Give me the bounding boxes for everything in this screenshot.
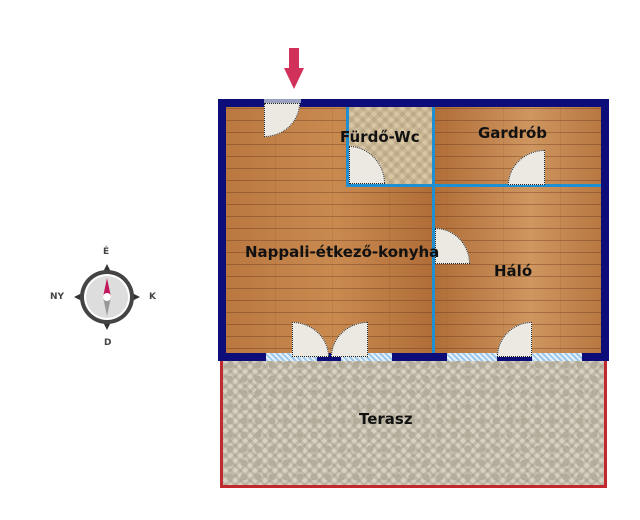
living-label: Nappali-étkező-konyha bbox=[245, 243, 440, 261]
wardrobe-label: Gardrób bbox=[478, 124, 548, 142]
inner-wall bbox=[432, 107, 435, 353]
window bbox=[341, 353, 392, 361]
outer-wall-left bbox=[218, 99, 226, 361]
inner-wall bbox=[346, 107, 349, 187]
compass-north: É bbox=[103, 247, 110, 257]
compass-icon bbox=[72, 262, 142, 336]
entrance-opening bbox=[264, 99, 301, 103]
bathroom-floor bbox=[347, 107, 435, 186]
compass-south: D bbox=[104, 338, 112, 348]
terrace-label: Terasz bbox=[359, 410, 413, 428]
outer-wall-top bbox=[218, 99, 609, 107]
window bbox=[532, 353, 582, 361]
terrace-area bbox=[220, 358, 607, 488]
window bbox=[266, 353, 317, 361]
outer-wall-bottom bbox=[218, 353, 609, 361]
window bbox=[447, 353, 497, 361]
compass-east: K bbox=[149, 292, 156, 302]
outer-wall-right bbox=[601, 99, 609, 361]
bedroom-label: Háló bbox=[494, 262, 533, 280]
inner-wall bbox=[346, 184, 601, 187]
compass-west: NY bbox=[50, 292, 65, 302]
entrance-arrow-icon bbox=[283, 48, 305, 94]
bathroom-label: Fürdő-Wc bbox=[340, 128, 420, 146]
